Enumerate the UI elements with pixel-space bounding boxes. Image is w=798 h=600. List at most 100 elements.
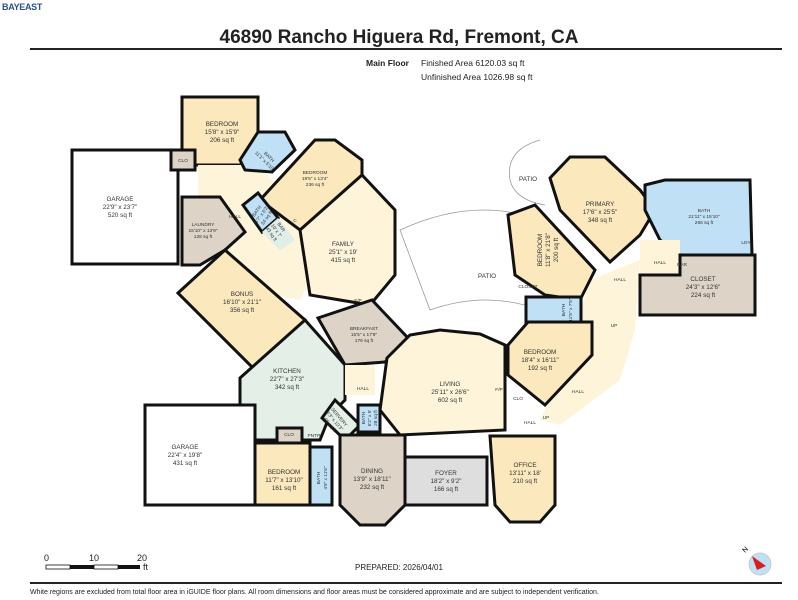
room-name: PRIMARY bbox=[586, 201, 615, 208]
room-area: 176 sq ft bbox=[355, 338, 374, 344]
disclaimer: White regions are excluded from total fl… bbox=[30, 589, 599, 596]
hall-label: HALL bbox=[357, 386, 369, 392]
hall-3 bbox=[640, 240, 680, 275]
room-area: 415 sq ft bbox=[331, 257, 355, 264]
garage-1 bbox=[70, 148, 180, 266]
closet-large bbox=[638, 253, 757, 317]
clo-label: CLO bbox=[178, 158, 188, 164]
hall-label: HALL bbox=[572, 389, 584, 395]
room-dims: 11'8" x 21'8" bbox=[545, 233, 552, 267]
room-area: 210 sq ft bbox=[513, 478, 537, 485]
room-area: 342 sq ft bbox=[275, 384, 299, 391]
room-name: BATH bbox=[361, 411, 367, 424]
room-area: 602 sq ft bbox=[438, 397, 462, 404]
unfinished-area: Unfinished Area 1026.98 sq ft bbox=[421, 72, 533, 82]
room-dims: 25'1" x 19' bbox=[329, 249, 358, 256]
room-name: LAUNDRY bbox=[192, 222, 216, 228]
room-dims: 6'2" x 5' bbox=[367, 410, 373, 427]
room-name: FAMILY bbox=[332, 241, 355, 248]
scale-unit: ft bbox=[143, 562, 149, 572]
room-dims: 18'2" x 9'2" bbox=[430, 478, 461, 485]
room-dims: 19'5" x 13'4" bbox=[302, 176, 329, 182]
room-area: 224 sq ft bbox=[691, 292, 715, 299]
room-name: GARAGE bbox=[107, 196, 134, 203]
family bbox=[298, 172, 397, 307]
bath-6 bbox=[524, 295, 583, 324]
room-name: BEDROOM bbox=[524, 349, 557, 356]
stairs-up-label: UP bbox=[543, 415, 550, 421]
room-dims: 13'9" x 18'11" bbox=[353, 476, 391, 483]
fireplace-label: F/P bbox=[495, 387, 502, 393]
room-area: 520 sq ft bbox=[108, 212, 132, 219]
room-name: BATH bbox=[316, 471, 322, 484]
dining bbox=[338, 433, 407, 527]
footer-divider bbox=[30, 582, 782, 584]
room-dims: 4'9" x 11'6" bbox=[323, 466, 329, 490]
finished-area: Finished Area 6120.03 sq ft bbox=[421, 58, 525, 68]
room-area: 356 sq ft bbox=[230, 307, 254, 314]
room-area: 161 sq ft bbox=[272, 485, 296, 492]
bayeast-logo: BAYEAST bbox=[2, 2, 42, 12]
closet-1 bbox=[169, 148, 197, 172]
room-dims: 22'7" x 27'3" bbox=[270, 376, 305, 383]
room-labels: GARAGE 22'9" x 23'7" 520 sq ft BEDROOM 1… bbox=[103, 121, 752, 493]
stairs-up-label: UP bbox=[611, 323, 618, 329]
room-area: 206 sq ft bbox=[210, 137, 234, 144]
pantry-label: PNTR bbox=[307, 433, 321, 439]
office bbox=[488, 434, 557, 524]
scale-tick-10: 10 bbox=[89, 553, 100, 563]
room-area: 348 sq ft bbox=[588, 217, 612, 224]
room-name: BAR bbox=[276, 222, 287, 234]
room-name: OFFICE bbox=[513, 462, 536, 469]
foyer bbox=[403, 455, 489, 507]
closet-small-label: CLOSET bbox=[518, 284, 537, 290]
header-divider bbox=[30, 48, 782, 50]
room-area: 232 sq ft bbox=[360, 484, 384, 491]
room-dims: 25'11" x 26'6" bbox=[431, 389, 469, 396]
patio-label: PATIO bbox=[478, 273, 496, 280]
living bbox=[378, 328, 507, 437]
bath-1 bbox=[238, 130, 297, 174]
bath-3 bbox=[356, 403, 382, 434]
room-name: LIVING bbox=[440, 381, 461, 388]
fireplace-label: F/P bbox=[354, 298, 361, 304]
room-area: 431 sq ft bbox=[173, 460, 197, 467]
room-dims: 13'11" x 18' bbox=[509, 470, 541, 477]
room-dims: 22'4" x 19'8" bbox=[168, 452, 203, 459]
room-dims: 15'8" x 15'9" bbox=[205, 129, 240, 136]
room-name: DINING bbox=[361, 468, 383, 475]
room-name: BREAKFAST bbox=[350, 326, 378, 332]
room-name: BEDROOM bbox=[537, 234, 544, 267]
scale-tick-0: 0 bbox=[44, 553, 50, 563]
compass-icon: N bbox=[741, 546, 772, 576]
room-name: BEDROOM bbox=[206, 121, 239, 128]
room-area: 128 sq ft bbox=[194, 234, 213, 240]
room-dims: 15'5" x 17'9" bbox=[351, 332, 378, 338]
room-area: 266 sq ft bbox=[695, 220, 714, 226]
room-dims: 16'10" x 21'1" bbox=[223, 299, 261, 306]
room-area: 200 sq ft bbox=[553, 238, 560, 262]
room-area: 28 sq ft bbox=[373, 409, 379, 425]
floor-label: Main Floor bbox=[366, 58, 409, 68]
room-name: BONUS bbox=[231, 291, 253, 298]
room-dims: 11'7" x 13'10" bbox=[265, 477, 303, 484]
page-title: 46890 Rancho Higuera Rd, Fremont, CA bbox=[219, 27, 579, 48]
room-dims: 21'11" x 15'10" bbox=[688, 214, 720, 220]
room-dims: 17'6" x 25'5" bbox=[583, 209, 618, 216]
bar-label: BAR bbox=[677, 262, 687, 268]
logo-brand: BAYEAST bbox=[2, 2, 43, 12]
room-area: 192 sq ft bbox=[528, 365, 552, 372]
room-name: BATH bbox=[561, 303, 567, 316]
room-name: BEDROOM bbox=[303, 170, 328, 176]
bath-4 bbox=[308, 445, 334, 507]
room-dims: 15'10" x 13'9" bbox=[189, 228, 218, 234]
hall-label: HALL bbox=[654, 260, 666, 266]
hall-label: HALL bbox=[229, 214, 241, 220]
room-name: KITCHEN bbox=[273, 368, 301, 375]
room-name: CLOSET bbox=[690, 276, 715, 283]
bar-1 bbox=[262, 218, 295, 250]
c-label: C bbox=[293, 218, 297, 224]
compass-north-label: N bbox=[741, 546, 750, 555]
scale-bar bbox=[45, 564, 140, 570]
